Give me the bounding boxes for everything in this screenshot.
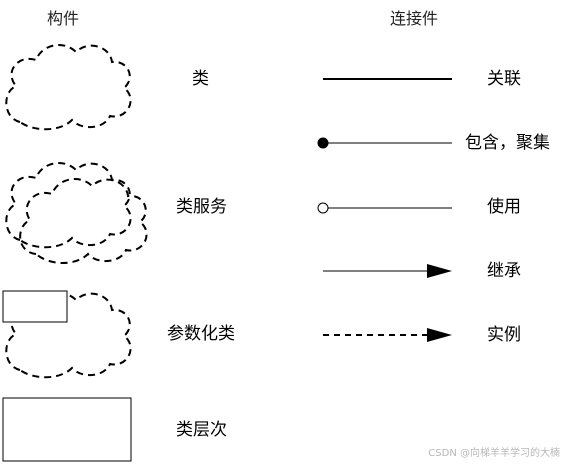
inheritance-arrow-icon: [427, 264, 452, 278]
components-header: 构件: [47, 9, 80, 28]
class-utility-cloud-icon: [5, 162, 132, 249]
label-association: 关联: [487, 69, 521, 89]
label-class: 类: [192, 69, 209, 89]
class-cloud-icon: [5, 44, 132, 131]
class-category-rect-icon: [2, 397, 132, 462]
parameter-box-icon: [2, 290, 68, 323]
filled-dot-icon: [317, 137, 329, 149]
watermark: CSDN @向梯羊羊学习的大楠: [428, 448, 560, 459]
label-class-category: 类层次: [176, 420, 227, 440]
label-class-utility: 类服务: [176, 197, 227, 217]
label-inheritance: 继承: [487, 261, 521, 281]
instantiation-arrow-icon: [427, 328, 452, 342]
label-instantiation: 实例: [487, 325, 521, 345]
class-utility-shadow-cloud-icon: [19, 178, 148, 264]
hollow-dot-icon: [317, 202, 329, 214]
label-aggregation: 包含，聚集: [465, 133, 550, 153]
parameterized-class-cloud-icon: [5, 292, 132, 379]
connectors-header: 连接件: [390, 9, 439, 28]
label-parameterized-class: 参数化类: [167, 324, 235, 344]
label-using: 使用: [487, 197, 521, 217]
